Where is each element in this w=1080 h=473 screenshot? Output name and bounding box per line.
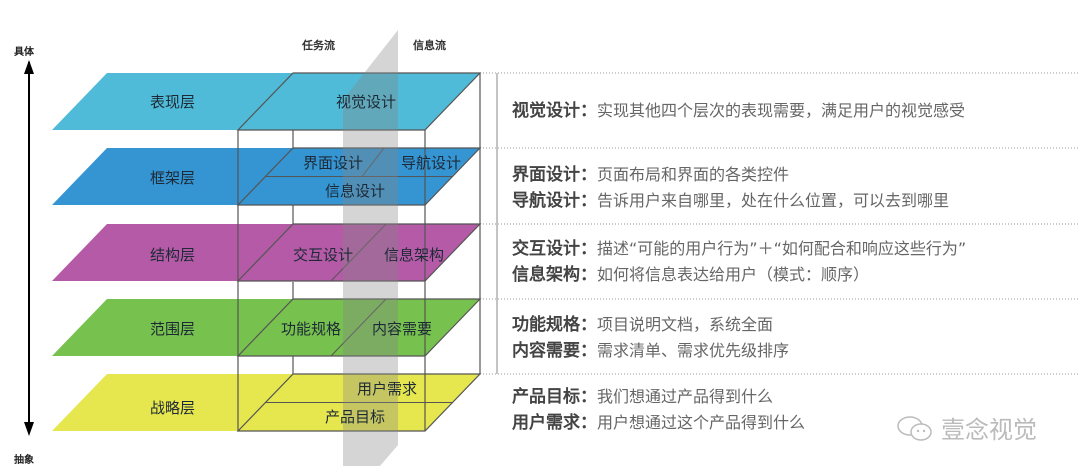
- layer-label-skeleton: 框架层: [150, 169, 195, 187]
- separators: [480, 72, 1080, 375]
- desc-sep: ：: [580, 413, 597, 433]
- desc-skeleton: 界面设计：页面布局和界面的各类控件 导航设计：告诉用户来自哪里，处在什么位置，可…: [512, 162, 949, 214]
- flow-plane: [343, 30, 398, 466]
- item-information-architecture: 信息架构: [384, 246, 444, 264]
- desc-text: 项目说明文档，系统全面: [597, 315, 774, 334]
- divider-line: [330, 223, 387, 282]
- arrow-up-icon: [24, 60, 34, 74]
- wechat-icon: [897, 415, 932, 441]
- divider-line: [330, 298, 387, 357]
- desc-term: 信息架构: [512, 265, 580, 285]
- layer-label-scope: 范围层: [150, 320, 195, 338]
- desc-sep: ：: [580, 101, 597, 121]
- desc-text: 我们想通过产品得到什么: [597, 387, 774, 406]
- desc-text: 页面布局和界面的各类控件: [597, 165, 790, 184]
- item-information-design: 信息设计: [325, 182, 385, 200]
- desc-structure: 交互设计：描述“可能的用户行为”＋“如何配合和响应这些行为” 信息架构：如何将信…: [512, 236, 966, 288]
- axis-top-label: 具体: [13, 45, 35, 58]
- watermark-text: 壹念视觉: [941, 416, 1037, 444]
- item-content-requirements: 内容需要: [372, 320, 432, 338]
- desc-term: 视觉设计: [512, 101, 580, 121]
- layer-label-surface: 表现层: [150, 93, 195, 111]
- layer-label-structure: 结构层: [150, 246, 195, 264]
- desc-text: 需求清单、需求优先级排序: [597, 341, 790, 360]
- desc-text: 如何将信息表达给用户（模式：顺序）: [597, 265, 870, 284]
- desc-term: 界面设计: [512, 165, 580, 185]
- desc-sep: ：: [580, 165, 597, 185]
- desc-scope: 功能规格：项目说明文档，系统全面 内容需要：需求清单、需求优先级排序: [512, 312, 789, 364]
- info-flow-label: 信息流: [413, 38, 446, 52]
- item-visual-design: 视觉设计: [336, 93, 396, 111]
- desc-term: 用户需求: [512, 413, 580, 433]
- desc-sep: ：: [580, 341, 597, 361]
- desc-sep: ：: [580, 315, 597, 335]
- desc-term: 交互设计: [512, 239, 580, 259]
- layer-label-strategy: 战略层: [150, 399, 195, 417]
- task-flow-label: 任务流: [301, 38, 335, 52]
- watermark: 壹念视觉: [895, 410, 1037, 445]
- axis-bottom-label: 抽象: [14, 453, 34, 466]
- desc-sep: ：: [580, 265, 597, 285]
- desc-sep: ：: [580, 191, 597, 211]
- item-interaction-design: 交互设计: [293, 246, 353, 264]
- desc-sep: ：: [580, 387, 597, 407]
- item-product-objectives: 产品目标: [325, 408, 385, 426]
- desc-text: 描述“可能的用户行为”＋“如何配合和响应这些行为”: [597, 239, 967, 258]
- divider-line: [361, 147, 385, 177]
- desc-text: 实现其他四个层次的表现需要，满足用户的视觉感受: [597, 101, 966, 120]
- item-user-needs: 用户需求: [357, 380, 417, 398]
- item-interface-design: 界面设计: [303, 154, 363, 172]
- desc-surface: 视觉设计：实现其他四个层次的表现需要，满足用户的视觉感受: [512, 98, 965, 124]
- desc-text: 用户想通过这个产品得到什么: [597, 413, 806, 432]
- desc-term: 内容需要: [512, 341, 580, 361]
- desc-text: 告诉用户来自哪里，处在什么位置，可以去到哪里: [597, 191, 950, 210]
- item-functional-spec: 功能规格: [281, 320, 341, 338]
- item-navigation-design: 导航设计: [401, 154, 461, 172]
- desc-sep: ：: [580, 239, 597, 259]
- arrow-down-icon: [24, 422, 34, 436]
- desc-term: 产品目标: [512, 387, 580, 407]
- desc-term: 导航设计: [512, 191, 580, 211]
- desc-term: 功能规格: [512, 315, 580, 335]
- desc-strategy: 产品目标：我们想通过产品得到什么 用户需求：用户想通过这个产品得到什么: [512, 384, 805, 436]
- box-frame: [237, 73, 481, 431]
